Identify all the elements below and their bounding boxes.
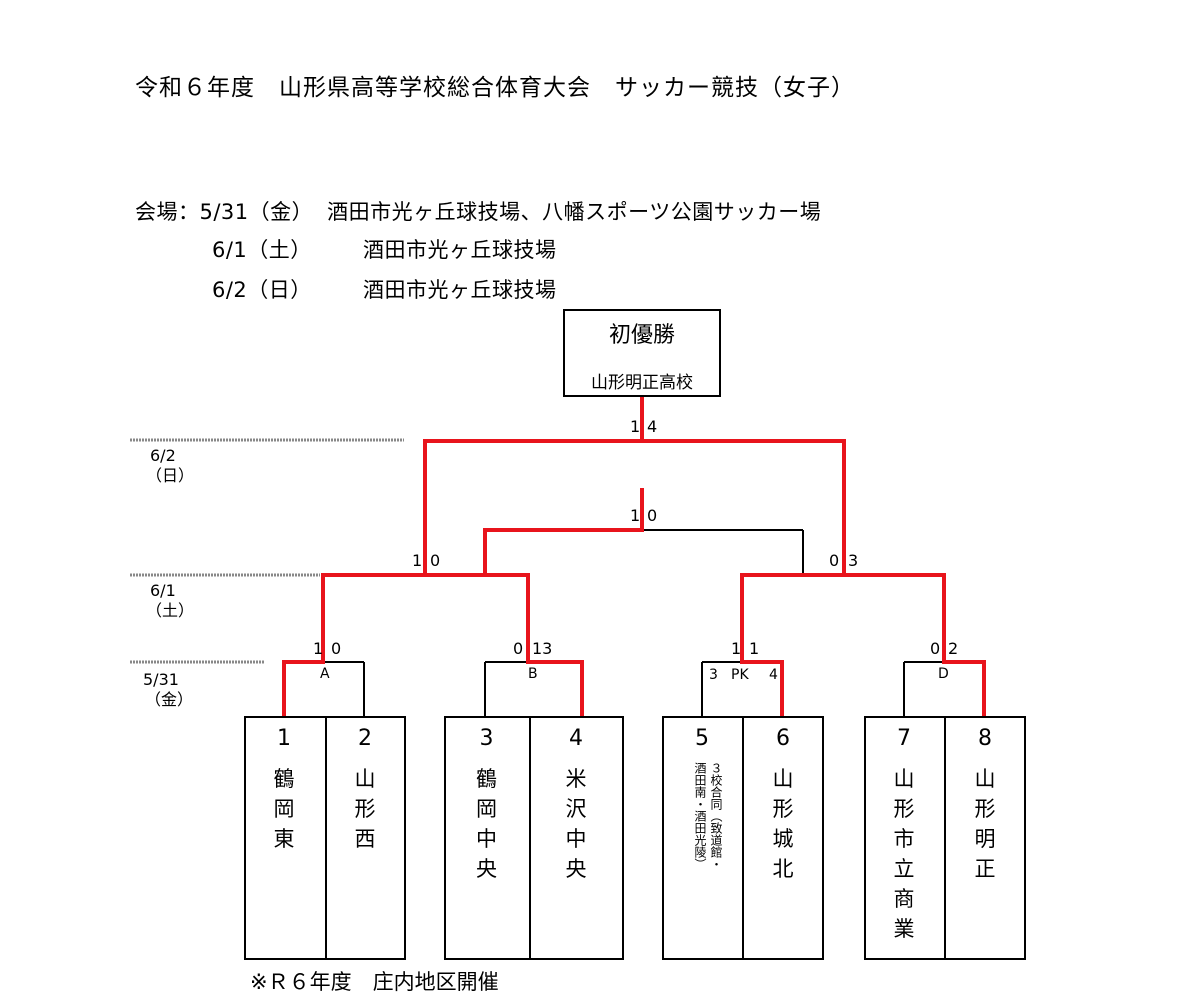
team-group-d <box>864 716 1026 960</box>
team-2-name: 山 形 西 <box>354 767 376 851</box>
team-5-name-col-1: ３校合同（致道館・ <box>709 762 723 870</box>
venue-date-3: 6/2（日） <box>212 278 312 302</box>
third-place-score-right: 0 <box>647 506 658 525</box>
round-date-final-date: 6/2 <box>150 446 176 465</box>
page-title: 令和６年度 山形県高等学校総合体育大会 サッカー競技（女子） <box>135 75 855 101</box>
round-date-semi: 6/1 （土） <box>146 581 194 621</box>
match-c-score-right: 1 <box>749 639 760 658</box>
venue-place-1: 酒田市光ヶ丘球技場、八幡スポーツ公園サッカー場 <box>327 200 822 224</box>
team-1-seed: 1 <box>277 726 291 751</box>
team-8-name: 山 形 明 正 <box>974 767 996 881</box>
team-6: 6 山 形 城 北 <box>743 716 823 960</box>
champion-box: 初優勝 山形明正高校 <box>563 309 721 397</box>
team-7-seed: 7 <box>897 726 911 751</box>
match-a-score-right: 0 <box>331 639 342 658</box>
match-d-score-left: 0 <box>930 639 941 658</box>
team-group-c <box>662 716 824 960</box>
team-3-seed: 3 <box>479 726 494 751</box>
round-date-final-day: （日） <box>146 466 195 485</box>
venue-place-2: 酒田市光ヶ丘球技場 <box>363 238 557 262</box>
venue-line-1: 会場：5/31（金） 酒田市光ヶ丘球技場、八幡スポーツ公園サッカー場 <box>135 196 821 226</box>
match-a-block: A <box>320 666 330 682</box>
win-line-team-1 <box>282 439 642 716</box>
win-line-team-4 <box>425 573 584 716</box>
team-1: 1 鶴 岡 東 <box>244 716 324 960</box>
venue-place-3: 酒田市光ヶ丘球技場 <box>363 278 557 302</box>
team-group-b <box>444 716 624 960</box>
team-group-a <box>244 716 406 960</box>
team-4: 4 米 沢 中 央 <box>530 716 622 960</box>
win-line-champion <box>640 397 986 716</box>
win-line-team-6 <box>740 573 844 716</box>
team-4-name: 米 沢 中 央 <box>565 767 587 881</box>
match-a-score-left: 1 <box>313 639 324 658</box>
match-d-score-right: 2 <box>948 639 959 658</box>
team-2: 2 山 形 西 <box>325 716 405 960</box>
round-date-first-day: （金） <box>145 690 194 709</box>
venue-label: 会場：5/31（金） <box>135 200 314 224</box>
team-1-name: 鶴 岡 東 <box>273 767 295 851</box>
match-d-block: D <box>938 666 949 682</box>
match-c-pk-label: PK <box>731 667 749 683</box>
champion-team: 山形明正高校 <box>591 373 693 393</box>
final-score-right: 4 <box>647 417 658 436</box>
third-place-score-left: 1 <box>630 506 641 525</box>
match-c-pk-right: 4 <box>769 667 778 683</box>
match-b-score-left: 0 <box>513 639 524 658</box>
team-8-seed: 8 <box>978 726 992 751</box>
match-c-pk-left: 3 <box>709 667 718 683</box>
team-4-seed: 4 <box>569 726 583 751</box>
semi-2-score-left: 0 <box>829 551 840 570</box>
round-date-semi-day: （土） <box>146 601 195 620</box>
final-score-left: 1 <box>630 417 641 436</box>
semi-1-score-left: 1 <box>412 551 423 570</box>
champion-label: 初優勝 <box>608 323 675 348</box>
match-c-score-left: 1 <box>731 639 742 658</box>
semi-2-score-right: 3 <box>848 551 859 570</box>
team-6-seed: 6 <box>776 726 790 751</box>
team-5: 5 酒田南・酒田光陵） ３校合同（致道館・ <box>662 716 742 960</box>
footer-note: ※Ｒ６年度 庄内地区開催 <box>250 970 499 994</box>
team-6-name: 山 形 城 北 <box>772 767 794 881</box>
team-7-name: 山 形 市 立 商 業 <box>893 767 915 941</box>
round-date-first-date: 5/31 <box>143 670 179 689</box>
round-date-final: 6/2 （日） <box>146 446 194 486</box>
team-5-seed: 5 <box>695 726 709 751</box>
venue-date-2: 6/1（土） <box>212 238 312 262</box>
team-8: 8 山 形 明 正 <box>945 716 1025 960</box>
team-3: 3 鶴 岡 中 央 <box>444 716 529 960</box>
semi-1-score-right: 0 <box>430 551 441 570</box>
team-2-seed: 2 <box>358 726 372 751</box>
round-date-semi-date: 6/1 <box>150 581 176 600</box>
match-b-score-right: 13 <box>532 639 553 658</box>
team-3-name: 鶴 岡 中 央 <box>476 767 497 881</box>
round-date-first: 5/31 （金） <box>143 670 193 710</box>
team-7: 7 山 形 市 立 商 業 <box>864 716 944 960</box>
team-5-name-col-2: 酒田南・酒田光陵） <box>693 762 707 870</box>
win-line-third-place <box>483 488 644 575</box>
match-b-block: B <box>528 666 538 682</box>
